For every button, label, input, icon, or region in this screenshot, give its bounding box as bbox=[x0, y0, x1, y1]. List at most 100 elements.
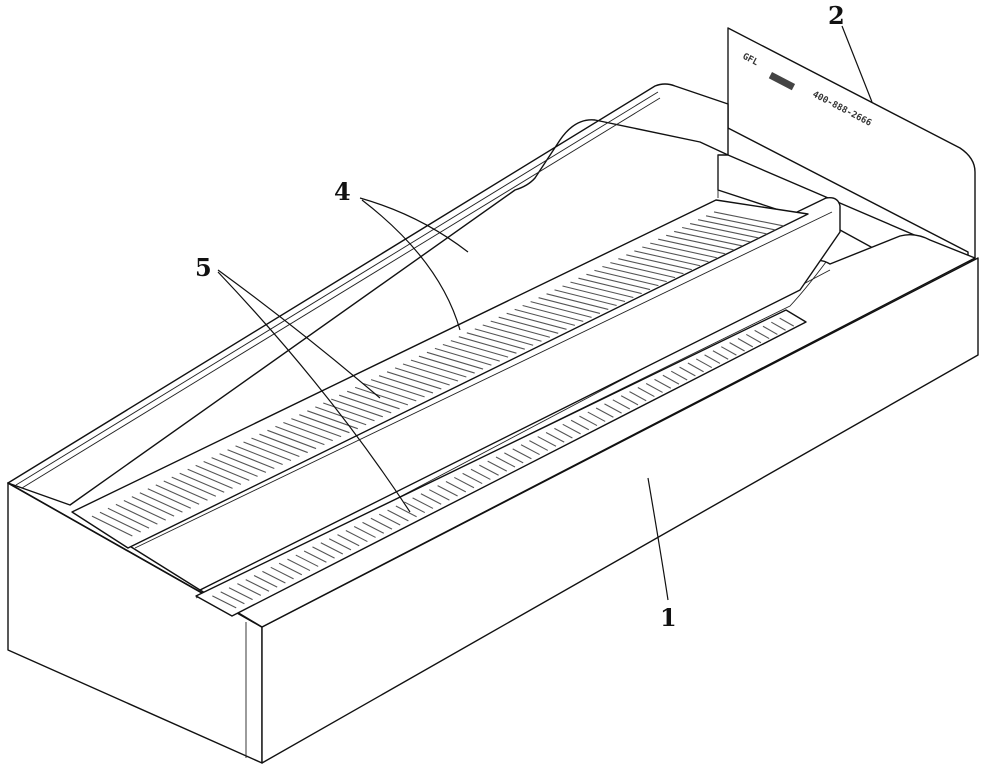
roller-slat bbox=[163, 480, 208, 501]
roller-slat bbox=[139, 492, 183, 513]
roller-slat bbox=[270, 566, 294, 580]
roller-slat bbox=[674, 230, 743, 247]
roller-slat bbox=[474, 328, 534, 346]
roller-slat bbox=[227, 449, 275, 469]
roller-slat bbox=[278, 562, 303, 576]
roller-slat bbox=[219, 453, 267, 473]
roller-slat bbox=[737, 338, 754, 348]
roller-slat bbox=[387, 509, 409, 522]
roller-slat bbox=[554, 289, 617, 307]
roller-slat bbox=[629, 391, 647, 402]
roller-slat bbox=[529, 440, 549, 451]
roller-slat bbox=[378, 513, 401, 526]
roller-slat bbox=[595, 407, 614, 418]
roller-slat bbox=[470, 468, 491, 480]
roller-slat bbox=[713, 211, 784, 227]
upper-roller-track bbox=[71, 199, 809, 549]
roller-slat bbox=[705, 215, 776, 231]
roller-slat bbox=[291, 418, 342, 438]
roller-slat bbox=[458, 336, 517, 354]
roller-slat bbox=[253, 574, 278, 588]
roller-slat bbox=[295, 554, 319, 567]
roller-slat bbox=[107, 507, 150, 529]
roller-slat bbox=[594, 269, 659, 287]
roller-slat bbox=[237, 583, 262, 596]
roller-slat bbox=[466, 332, 525, 350]
roller-slat bbox=[235, 445, 283, 465]
roller-slat bbox=[354, 386, 409, 406]
roller-slat bbox=[498, 316, 559, 334]
roller-slat bbox=[779, 317, 795, 327]
roller-slat bbox=[378, 375, 434, 394]
roller-slat bbox=[587, 411, 606, 422]
roller-slat bbox=[131, 496, 175, 517]
callout-2: 2 bbox=[828, 1, 845, 30]
roller-slat bbox=[386, 371, 442, 390]
roller-slat bbox=[712, 350, 729, 360]
roller-slat bbox=[445, 481, 467, 493]
roller-slat bbox=[320, 542, 344, 555]
leader-1 bbox=[647, 477, 669, 601]
roller-slat bbox=[687, 362, 704, 373]
roller-slat bbox=[520, 444, 540, 456]
roller-slat bbox=[303, 550, 327, 563]
back-panel: GFL 400-888-2666 bbox=[727, 27, 976, 263]
roller-slat bbox=[420, 493, 442, 505]
roller-slat bbox=[562, 423, 581, 435]
roller-slat bbox=[610, 262, 676, 279]
roller-slat bbox=[654, 378, 672, 389]
roller-slat bbox=[662, 374, 680, 385]
callout-1: 1 bbox=[660, 603, 677, 632]
roller-slat bbox=[579, 415, 598, 427]
roller-slat bbox=[370, 379, 425, 398]
roller-slat bbox=[91, 515, 133, 537]
roller-slat bbox=[512, 448, 532, 460]
leader-5a bbox=[217, 269, 381, 399]
roller-slat bbox=[570, 281, 634, 299]
roller-slat bbox=[345, 530, 368, 543]
leader-2 bbox=[841, 25, 873, 103]
center-divider bbox=[119, 196, 841, 591]
leader-4b bbox=[361, 199, 461, 331]
roller-slat bbox=[312, 546, 335, 559]
roller-slat bbox=[538, 297, 601, 314]
roller-slat bbox=[99, 511, 141, 533]
box-body bbox=[7, 257, 979, 764]
roller-slat bbox=[522, 304, 584, 322]
roller-slat bbox=[689, 223, 759, 239]
roller-slat bbox=[650, 242, 717, 259]
roller-slat bbox=[645, 382, 663, 393]
roller-slat bbox=[171, 476, 217, 497]
roller-slat bbox=[299, 414, 350, 434]
roller-slat bbox=[402, 363, 459, 382]
roller-slat bbox=[228, 587, 253, 601]
roller-slat bbox=[251, 437, 300, 458]
roller-slat bbox=[418, 355, 475, 374]
roller-slat bbox=[530, 301, 592, 318]
roller-slat bbox=[612, 399, 631, 410]
roller-slat bbox=[315, 406, 367, 426]
roller-slat bbox=[283, 421, 333, 442]
panel-logo-mark bbox=[768, 72, 796, 91]
roller-slat bbox=[454, 476, 475, 489]
left-side-wall bbox=[7, 83, 729, 506]
roller-slat bbox=[259, 433, 308, 454]
roller-slat bbox=[620, 395, 639, 406]
roller-slat bbox=[479, 464, 499, 476]
roller-slat bbox=[331, 398, 384, 418]
roller-slat bbox=[412, 497, 434, 509]
roller-slat bbox=[328, 538, 352, 551]
leader-5b bbox=[217, 271, 411, 513]
roller-slat bbox=[546, 293, 609, 310]
roller-slat bbox=[429, 489, 450, 501]
roller-slat bbox=[682, 226, 751, 243]
roller-slat bbox=[554, 427, 573, 439]
roller-slat bbox=[754, 329, 770, 340]
roller-slat bbox=[426, 351, 484, 370]
roller-slat bbox=[394, 367, 450, 386]
roller-slat bbox=[666, 234, 734, 251]
callout-5: 5 bbox=[195, 253, 212, 282]
roller-slat bbox=[195, 464, 242, 485]
roller-slat bbox=[370, 517, 393, 530]
roller-slat bbox=[437, 485, 458, 497]
